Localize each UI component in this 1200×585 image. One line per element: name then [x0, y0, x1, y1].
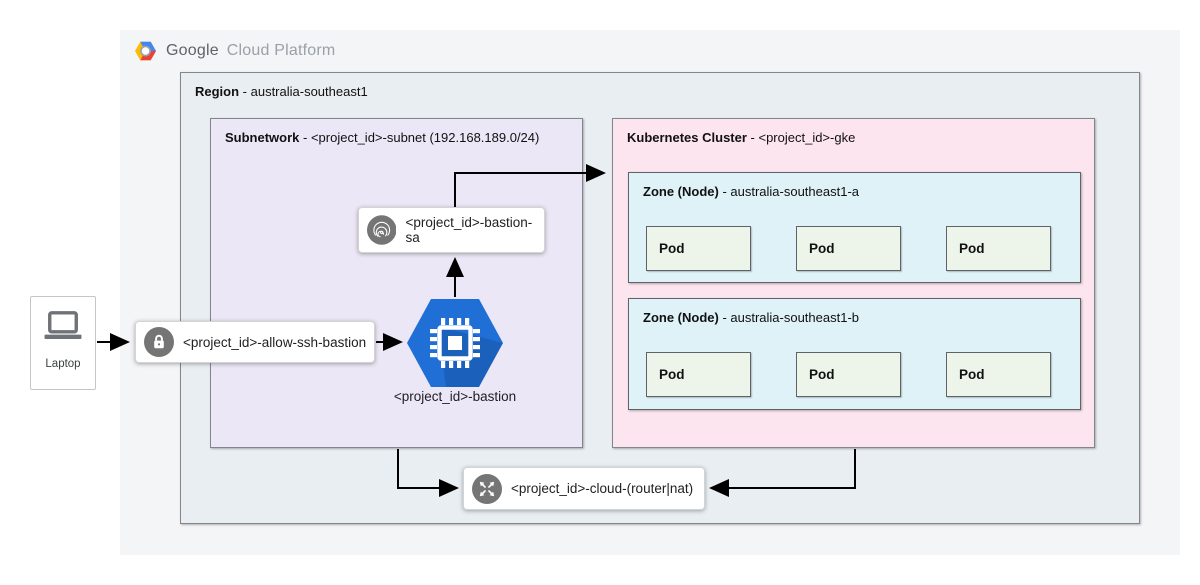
firewall-rule-node: <project_id>-allow-ssh-bastion [135, 321, 375, 363]
subnetwork-title-rest: - <project_id>-subnet (192.168.189.0/24) [299, 130, 540, 145]
kubernetes-cluster-title-bold: Kubernetes Cluster [627, 130, 747, 145]
pod: Pod [946, 226, 1051, 271]
region-title: Region - australia-southeast1 [195, 84, 368, 99]
bastion-host-label: <project_id>-bastion [393, 389, 517, 404]
gcp-logo-text-secondary: Cloud Platform [226, 42, 336, 59]
service-account-node: <project_id>-bastion-sa [358, 207, 545, 253]
fingerprint-icon [367, 215, 397, 245]
pod: Pod [946, 352, 1051, 397]
pod: Pod [646, 226, 751, 271]
kubernetes-cluster-title: Kubernetes Cluster - <project_id>-gke [627, 130, 855, 145]
subnetwork-title: Subnetwork - <project_id>-subnet (192.16… [225, 130, 539, 145]
zone-node-b: Zone (Node) - australia-southeast1-b Pod… [628, 298, 1081, 410]
zone-b-title-bold: Zone (Node) [643, 310, 719, 325]
laptop-node: Laptop [30, 296, 96, 390]
pod: Pod [796, 226, 901, 271]
firewall-rule-label: <project_id>-allow-ssh-bastion [183, 334, 367, 350]
zone-b-title: Zone (Node) - australia-southeast1-b [643, 310, 859, 325]
laptop-icon [44, 311, 82, 339]
subnetwork-title-bold: Subnetwork [225, 130, 300, 145]
lock-icon [144, 327, 174, 357]
cloud-router-nat-label: <project_id>-cloud-(router|nat) [511, 481, 694, 496]
gcp-logo-text-primary: Google [166, 42, 219, 59]
zone-a-title-rest: - australia-southeast1-a [718, 184, 860, 199]
gcp-logo: Google Cloud Platform [133, 40, 335, 62]
zone-a-title: Zone (Node) - australia-southeast1-a [643, 184, 859, 199]
pod: Pod [796, 352, 901, 397]
pod: Pod [646, 352, 751, 397]
zone-node-a: Zone (Node) - australia-southeast1-a Pod… [628, 172, 1081, 283]
zone-a-title-bold: Zone (Node) [643, 184, 719, 199]
service-account-label: <project_id>-bastion-sa [405, 215, 533, 245]
region-title-rest: - australia-southeast1 [239, 84, 368, 99]
zone-b-title-rest: - australia-southeast1-b [718, 310, 860, 325]
gcp-hexagon-logo-icon [135, 41, 156, 61]
laptop-label: Laptop [45, 358, 81, 370]
region-title-bold: Region [195, 84, 240, 99]
kubernetes-cluster-title-rest: - <project_id>-gke [746, 130, 856, 145]
cloud-router-nat-node: <project_id>-cloud-(router|nat) [463, 467, 705, 510]
expand-arrows-icon [472, 473, 502, 504]
